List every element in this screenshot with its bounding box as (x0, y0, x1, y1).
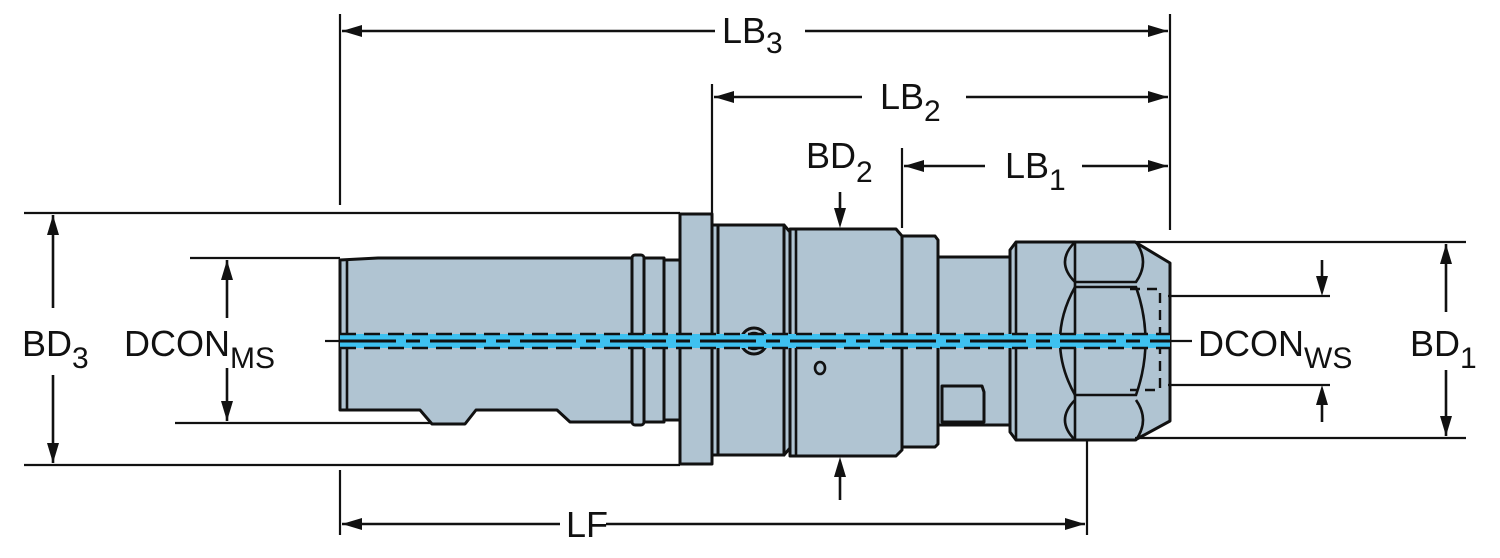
dim-lf: LF (342, 504, 1085, 545)
dim-lb3: LB3 (342, 10, 1168, 60)
label-dcon-ws: DCONWS (1198, 323, 1352, 375)
nut-flat-bottom (1063, 399, 1145, 442)
dim-dcon-ws: DCONWS (1198, 260, 1352, 422)
arrow-right-icon (1148, 91, 1168, 103)
arrow-down-icon (221, 401, 233, 421)
dim-bd2: BD2 (806, 135, 873, 500)
arrow-up-icon (834, 457, 846, 477)
arrow-right-icon (1065, 518, 1085, 530)
label-dcon-ms: DCONMS (124, 323, 275, 375)
arrow-left-icon (342, 518, 362, 530)
arrow-down-icon (47, 443, 59, 463)
label-bd3: BD3 (22, 323, 89, 375)
nut-flat-top (1063, 241, 1145, 284)
label-bd2: BD2 (806, 135, 873, 189)
coolant-channel (340, 332, 1170, 350)
drive-key (940, 384, 986, 424)
arrow-up-icon (1316, 385, 1328, 405)
arrow-up-icon (47, 215, 59, 235)
arrow-right-icon (1148, 160, 1168, 172)
label-lb3: LB3 (722, 10, 783, 60)
dim-lb2: LB2 (714, 76, 1168, 128)
label-lf: LF (566, 504, 608, 545)
arrow-down-icon (1316, 276, 1328, 296)
label-lb1: LB1 (1005, 145, 1066, 197)
arrow-up-icon (221, 260, 233, 280)
label-bd1: BD1 (1410, 323, 1477, 375)
arrow-left-icon (904, 160, 924, 172)
collet-bore-hidden (1130, 287, 1162, 392)
arrow-up-icon (1440, 244, 1452, 264)
arrow-left-icon (714, 91, 734, 103)
label-lb2: LB2 (880, 76, 941, 128)
arrow-right-icon (1148, 25, 1168, 37)
arrow-down-icon (1440, 416, 1452, 436)
dim-bd3: BD3 (22, 215, 89, 463)
extension-lines (24, 14, 1466, 535)
dim-bd1: BD1 (1410, 244, 1477, 436)
dim-lb1: LB1 (904, 145, 1168, 197)
arrow-left-icon (342, 25, 362, 37)
dim-dcon-ms: DCONMS (124, 260, 275, 421)
small-hole (813, 360, 827, 376)
nut-flat-center (1058, 285, 1147, 397)
arrow-down-icon (834, 208, 846, 228)
